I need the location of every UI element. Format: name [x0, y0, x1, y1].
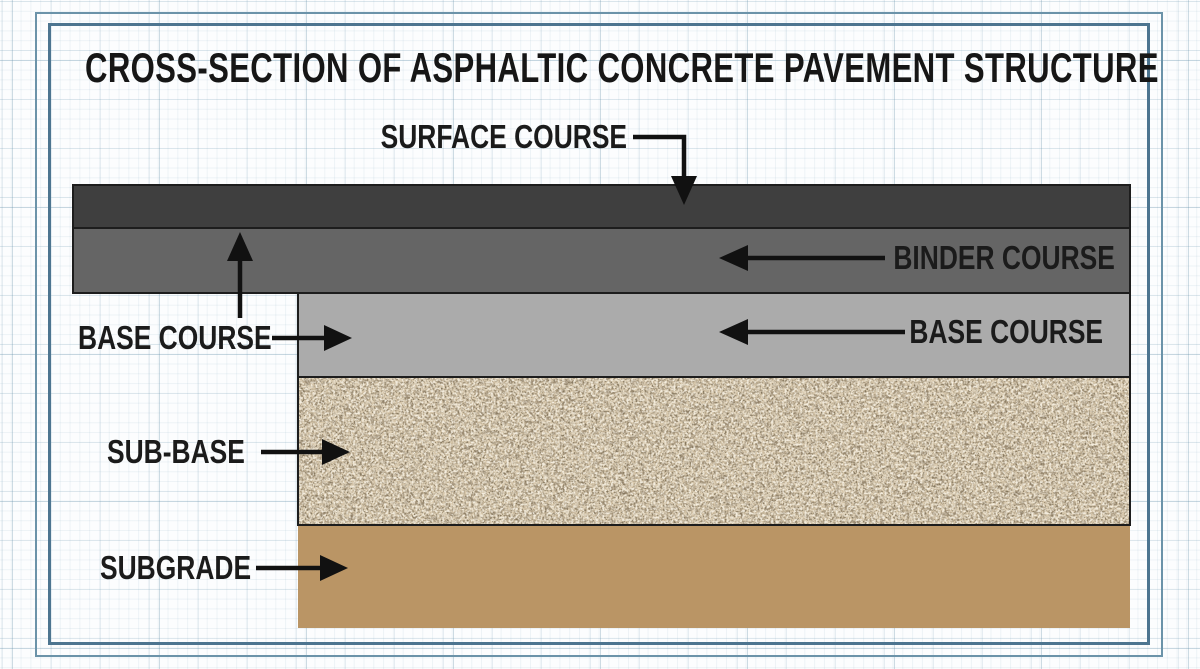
inner-border-frame — [48, 23, 1150, 645]
subgrade-label: SUBGRADE — [100, 549, 252, 586]
subgrade-arrowhead — [320, 555, 348, 581]
surface-course-arrowhead — [671, 176, 697, 205]
sub-base-gravel-texture — [298, 377, 1130, 525]
annotation-arrows — [227, 134, 905, 581]
subgrade-layer — [298, 525, 1130, 628]
binder-course-arrowhead — [719, 245, 748, 271]
surface-course-label: SURFACE COURSE — [380, 118, 627, 155]
sub-base-arrowhead — [322, 439, 350, 465]
sub-base-label: SUB-BASE — [107, 433, 245, 470]
outer-border-frame — [35, 12, 1163, 657]
base-course-left-label: BASE COURSE — [78, 319, 272, 356]
surface-course-layer — [72, 184, 1131, 229]
base-course-up-arrowhead — [227, 232, 253, 261]
diagram-title-text: CROSS-SECTION OF ASPHALTIC CONCRETE PAVE… — [85, 44, 1159, 91]
surface-course-arrow — [633, 134, 687, 178]
base-course-right-arrowhead — [719, 319, 748, 345]
base-course-right-label: BASE COURSE — [909, 313, 1103, 350]
binder-course-label: BINDER COURSE — [893, 239, 1115, 276]
diagram-title: CROSS-SECTION OF ASPHALTIC CONCRETE PAVE… — [85, 47, 1200, 89]
base-course-left-arrowhead — [324, 325, 352, 351]
